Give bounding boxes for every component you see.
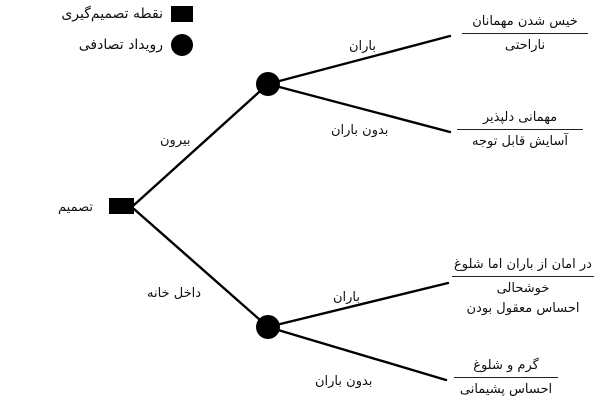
branch-label-outside: بیرون xyxy=(160,133,191,148)
outcome-inside-rain: در امان از باران اما شلوغ خوشحالی احساس … xyxy=(452,256,594,318)
branch-label-outside-no-rain: بدون باران xyxy=(331,123,389,138)
outcome-title: مهمانی دلپذیر xyxy=(457,109,583,130)
legend-chance-label: رویداد تصادفی xyxy=(78,37,163,53)
outcome-line: ناراحتی xyxy=(504,37,546,53)
legend-chance: رویداد تصادفی xyxy=(79,34,193,56)
outcome-outside-rain: خیس شدن مهمانان ناراحتی xyxy=(462,13,588,54)
decision-node-square xyxy=(109,198,134,214)
outcome-line: آسایش قابل توجه xyxy=(472,133,568,149)
outcome-title: خیس شدن مهمانان xyxy=(462,13,588,34)
branch-line-outside xyxy=(132,82,270,207)
outcome-line: خوشحالی xyxy=(496,280,550,296)
branch-label-inside-no-rain: بدون باران xyxy=(315,374,373,389)
chance-node-inside xyxy=(256,315,280,339)
legend-decision-label: نقطه تصمیم‌گیری xyxy=(61,6,163,22)
branch-line-outside-no-rain xyxy=(266,82,452,134)
outcome-line: احساس معقول بودن xyxy=(466,301,580,317)
branch-line-inside-no-rain xyxy=(266,325,448,382)
root-decision-label: تصمیم xyxy=(58,200,93,215)
branch-line-inside-rain xyxy=(266,281,450,329)
branch-line-inside xyxy=(132,207,270,329)
legend-decision: نقطه تصمیم‌گیری xyxy=(61,6,193,22)
outcome-title: در امان از باران اما شلوغ xyxy=(452,256,594,277)
outcome-line: احساس پشیمانی xyxy=(459,381,553,397)
branch-label-inside-rain: باران xyxy=(333,290,361,305)
branch-label-inside: داخل خانه xyxy=(147,286,201,301)
branch-line-outside-rain xyxy=(266,34,452,86)
outcome-outside-no-rain: مهمانی دلپذیر آسایش قابل توجه xyxy=(457,109,583,150)
chance-node-outside xyxy=(256,72,280,96)
outcome-inside-no-rain: گرم و شلوغ احساس پشیمانی xyxy=(454,357,558,398)
outcome-title: گرم و شلوغ xyxy=(454,357,558,378)
chance-circle-icon xyxy=(171,34,193,56)
decision-square-icon xyxy=(171,6,193,22)
branch-label-outside-rain: باران xyxy=(349,39,377,54)
